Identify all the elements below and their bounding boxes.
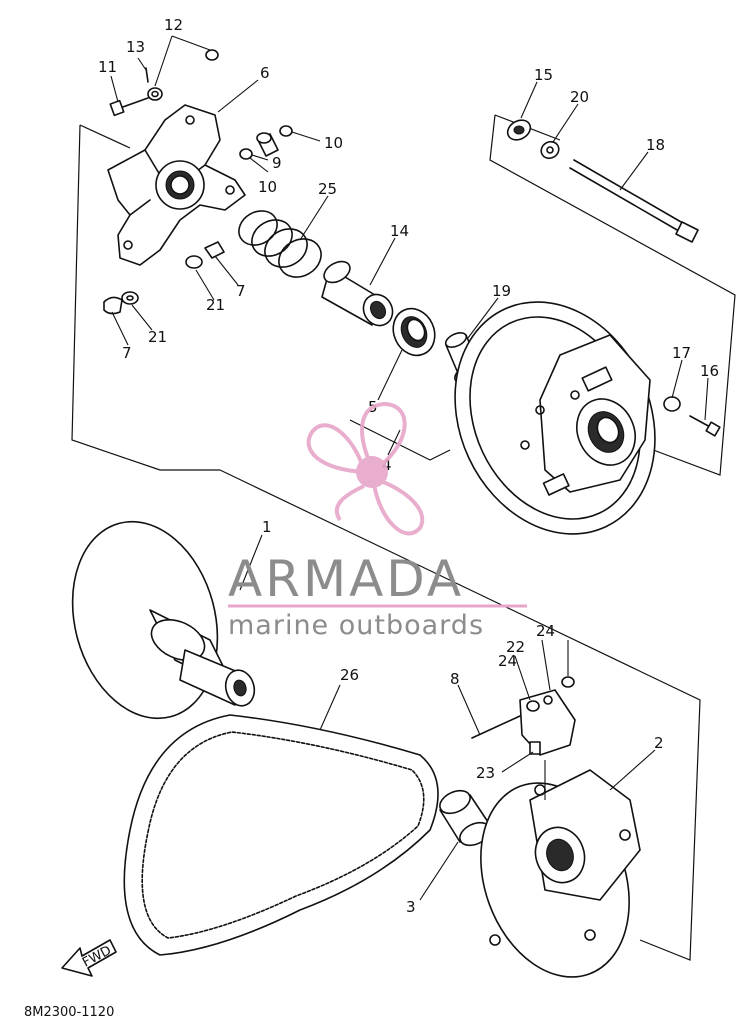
callout-17: 17 (672, 344, 691, 362)
callout-21b: 21 (148, 328, 167, 346)
propeller-logo-icon (306, 401, 425, 536)
spring-25 (238, 210, 322, 278)
callout-20: 20 (570, 88, 589, 106)
callout-2: 2 (654, 734, 664, 752)
callout-12: 12 (164, 16, 183, 34)
washer-21 (121, 255, 203, 305)
washer-20 (540, 140, 560, 160)
leader-lines (110, 35, 709, 901)
drive-belt-26 (123, 714, 439, 956)
roller-9 (256, 132, 279, 157)
callout-7a: 7 (236, 282, 246, 300)
callout-14: 14 (390, 222, 409, 240)
callout-26: 26 (340, 666, 359, 684)
callout-18: 18 (646, 136, 665, 154)
drawing-code: 8M2300-1120 (24, 1005, 114, 1020)
callout-8: 8 (450, 670, 460, 688)
callout-11: 11 (98, 58, 117, 76)
watermark-brand: ARMADA (228, 550, 464, 608)
primary-sheave-cover (454, 301, 656, 535)
callout-24b: 24 (536, 622, 555, 640)
bolt-23 (529, 741, 541, 755)
callout-9: 9 (272, 154, 282, 172)
callout-21a: 21 (206, 296, 225, 314)
pin-8 (471, 715, 521, 739)
callout-23: 23 (476, 764, 495, 782)
upper-assembly-frame (71, 114, 736, 476)
movable-sheave-2 (480, 769, 641, 978)
callout-numbers: 12 13 11 6 10 9 10 25 14 21 7 21 7 15 20… (98, 16, 719, 916)
washer-24 (526, 676, 575, 712)
spider-assembly (107, 104, 246, 266)
washer-12 (147, 49, 219, 101)
callout-6: 6 (260, 64, 270, 82)
lower-assembly-frame (160, 469, 701, 961)
callout-13: 13 (126, 38, 145, 56)
callout-7b: 7 (122, 344, 132, 362)
bolt-18 (569, 159, 699, 243)
bolt-16 (689, 415, 721, 437)
callout-10a: 10 (324, 134, 343, 152)
callout-10b: 10 (258, 178, 277, 196)
callout-15: 15 (534, 66, 553, 84)
callout-24a: 24 (498, 652, 517, 670)
fixed-sheave-1 (71, 520, 256, 720)
fwd-arrow: FWD (61, 939, 117, 977)
washer-17 (663, 396, 681, 412)
slider-bracket-22 (519, 689, 576, 756)
callout-3: 3 (406, 898, 416, 916)
watermark: ARMADA marine outboards (228, 401, 527, 641)
washer-15 (506, 119, 532, 141)
bushing-14 (321, 260, 394, 327)
callout-16: 16 (700, 362, 719, 380)
washer-10 (239, 125, 293, 160)
callout-1: 1 (262, 518, 272, 536)
watermark-tagline: marine outboards (228, 610, 484, 641)
seal-5 (392, 307, 436, 357)
callout-25: 25 (318, 180, 337, 198)
weight-7 (103, 241, 225, 315)
pin-13 (145, 67, 149, 83)
callout-4: 4 (382, 456, 392, 474)
callout-22: 22 (506, 638, 525, 656)
callout-19: 19 (492, 282, 511, 300)
bolt-11 (109, 97, 149, 117)
